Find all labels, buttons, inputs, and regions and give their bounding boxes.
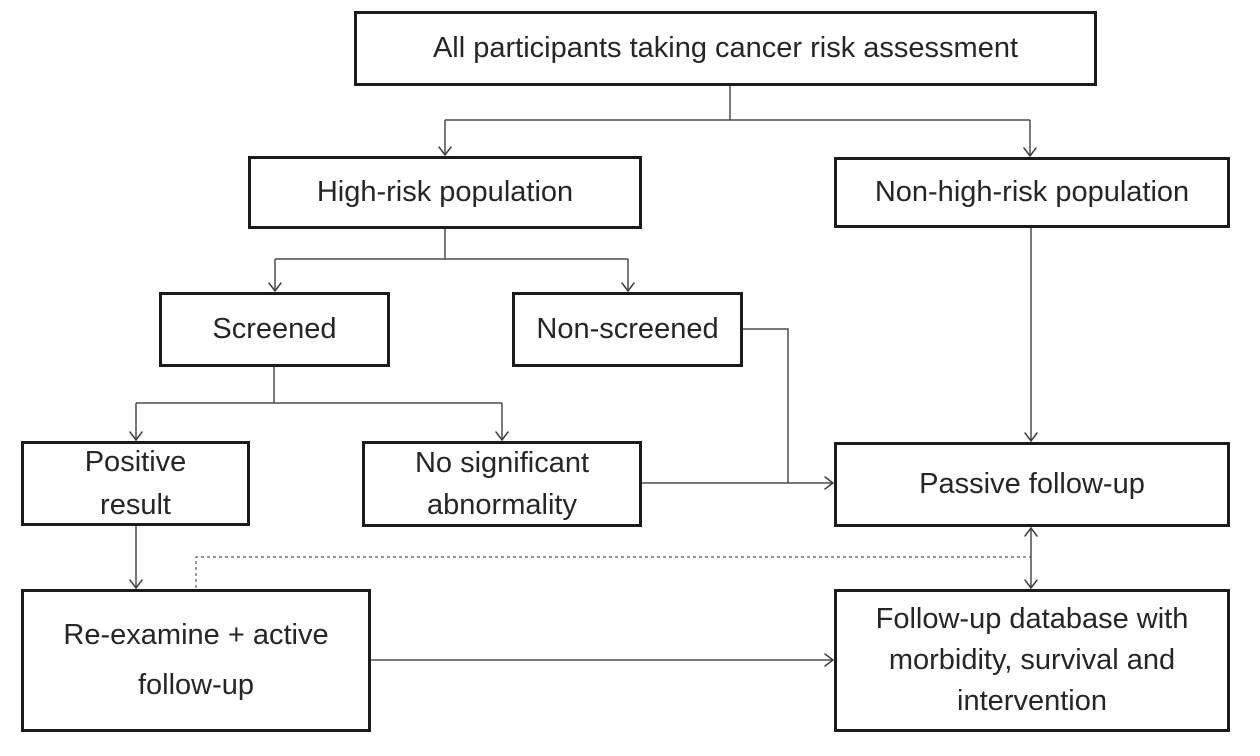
arrowhead-high-risk bbox=[438, 146, 452, 157]
arrowhead-passive-left bbox=[824, 476, 835, 490]
arrowhead-screened bbox=[268, 282, 282, 293]
node-label: Passive follow-up bbox=[919, 467, 1145, 500]
edge-nonscreened-to-passive bbox=[743, 328, 789, 483]
node-non-high-risk-population: Non-high-risk population bbox=[834, 157, 1230, 228]
node-non-screened: Non-screened bbox=[512, 292, 743, 367]
node-label-line: Follow-up database with bbox=[875, 602, 1189, 635]
edge-dotted-reexamine-passive bbox=[195, 556, 1031, 588]
node-label: Screened bbox=[212, 312, 337, 345]
node-label-line: intervention bbox=[957, 685, 1107, 718]
node-label-line: Re-examine + active bbox=[63, 619, 329, 652]
node-label-line: Positive bbox=[84, 446, 187, 479]
node-positive-result: Positive result bbox=[21, 441, 250, 526]
node-high-risk-population: High-risk population bbox=[248, 156, 642, 229]
node-label: All participants taking cancer risk asse… bbox=[432, 31, 1019, 64]
node-screened: Screened bbox=[159, 292, 390, 367]
node-re-examine-active-follow-up: Re-examine + active follow-up bbox=[21, 589, 371, 732]
arrowhead-non-high-risk bbox=[1023, 147, 1037, 158]
arrowhead-no-significant bbox=[495, 431, 509, 442]
node-all-participants: All participants taking cancer risk asse… bbox=[354, 11, 1097, 86]
arrowhead-positive bbox=[129, 431, 143, 442]
node-follow-up-database: Follow-up database with morbidity, survi… bbox=[834, 589, 1230, 732]
node-label-line: result bbox=[100, 488, 171, 521]
arrowhead-non-screened bbox=[621, 282, 635, 293]
node-label-line: follow-up bbox=[137, 668, 255, 701]
node-label: Non-high-risk population bbox=[874, 175, 1190, 208]
node-label: Non-screened bbox=[536, 312, 719, 345]
arrowhead-database-down bbox=[1024, 579, 1038, 590]
arrowhead-database-left bbox=[824, 653, 835, 667]
node-label-line: No significant bbox=[414, 446, 590, 479]
node-passive-follow-up: Passive follow-up bbox=[834, 442, 1230, 527]
node-label: High-risk population bbox=[316, 175, 574, 208]
arrowhead-passive-top bbox=[1024, 432, 1038, 443]
arrowhead-reexamine bbox=[129, 579, 143, 590]
node-no-significant-abnormality: No significant abnormality bbox=[362, 441, 642, 527]
node-label-line: abnormality bbox=[427, 489, 577, 521]
arrowhead-passive-up bbox=[1024, 526, 1038, 537]
node-label-line: morbidity, survival and bbox=[888, 643, 1176, 676]
